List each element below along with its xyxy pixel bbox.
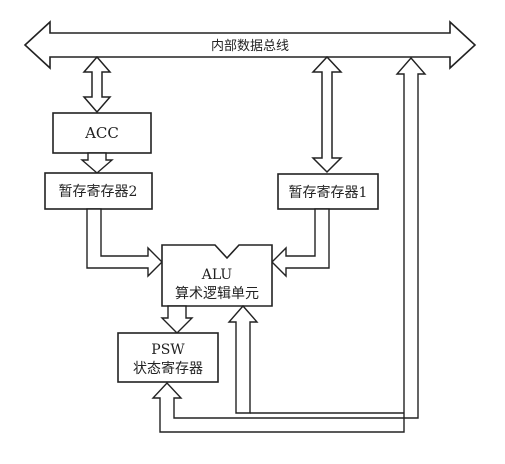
internal-data-bus: 内部数据总线 xyxy=(23,20,477,70)
alu-psw-arrow xyxy=(160,305,194,334)
bus-alu-return-path xyxy=(227,304,259,414)
bus-temp1-arrow xyxy=(311,55,343,174)
temp-register-1-label: 暂存寄存器1 xyxy=(289,184,368,201)
bus-psw-return-path xyxy=(151,56,427,433)
temp-register-1-block: 暂存寄存器1 xyxy=(277,173,379,210)
temp1-alu-arrow xyxy=(271,208,330,278)
psw-block: PSW 状态寄存器 xyxy=(117,332,219,383)
alu-description: 算术逻辑单元 xyxy=(175,286,259,302)
psw-description: 状态寄存器 xyxy=(133,360,203,377)
acc-block: ACC xyxy=(52,112,152,154)
acc-temp2-arrow xyxy=(80,152,114,174)
bus-acc-arrow xyxy=(82,55,112,114)
bus-label: 内部数据总线 xyxy=(211,38,289,54)
temp-register-2-block: 暂存寄存器2 xyxy=(44,172,153,210)
alu-block: ALU 算术逻辑单元 xyxy=(161,244,273,307)
temp2-alu-arrow xyxy=(86,208,163,278)
acc-label: ACC xyxy=(84,124,119,142)
psw-label: PSW xyxy=(151,342,185,358)
temp-register-2-label: 暂存寄存器2 xyxy=(59,183,138,200)
alu-label: ALU xyxy=(201,267,233,283)
